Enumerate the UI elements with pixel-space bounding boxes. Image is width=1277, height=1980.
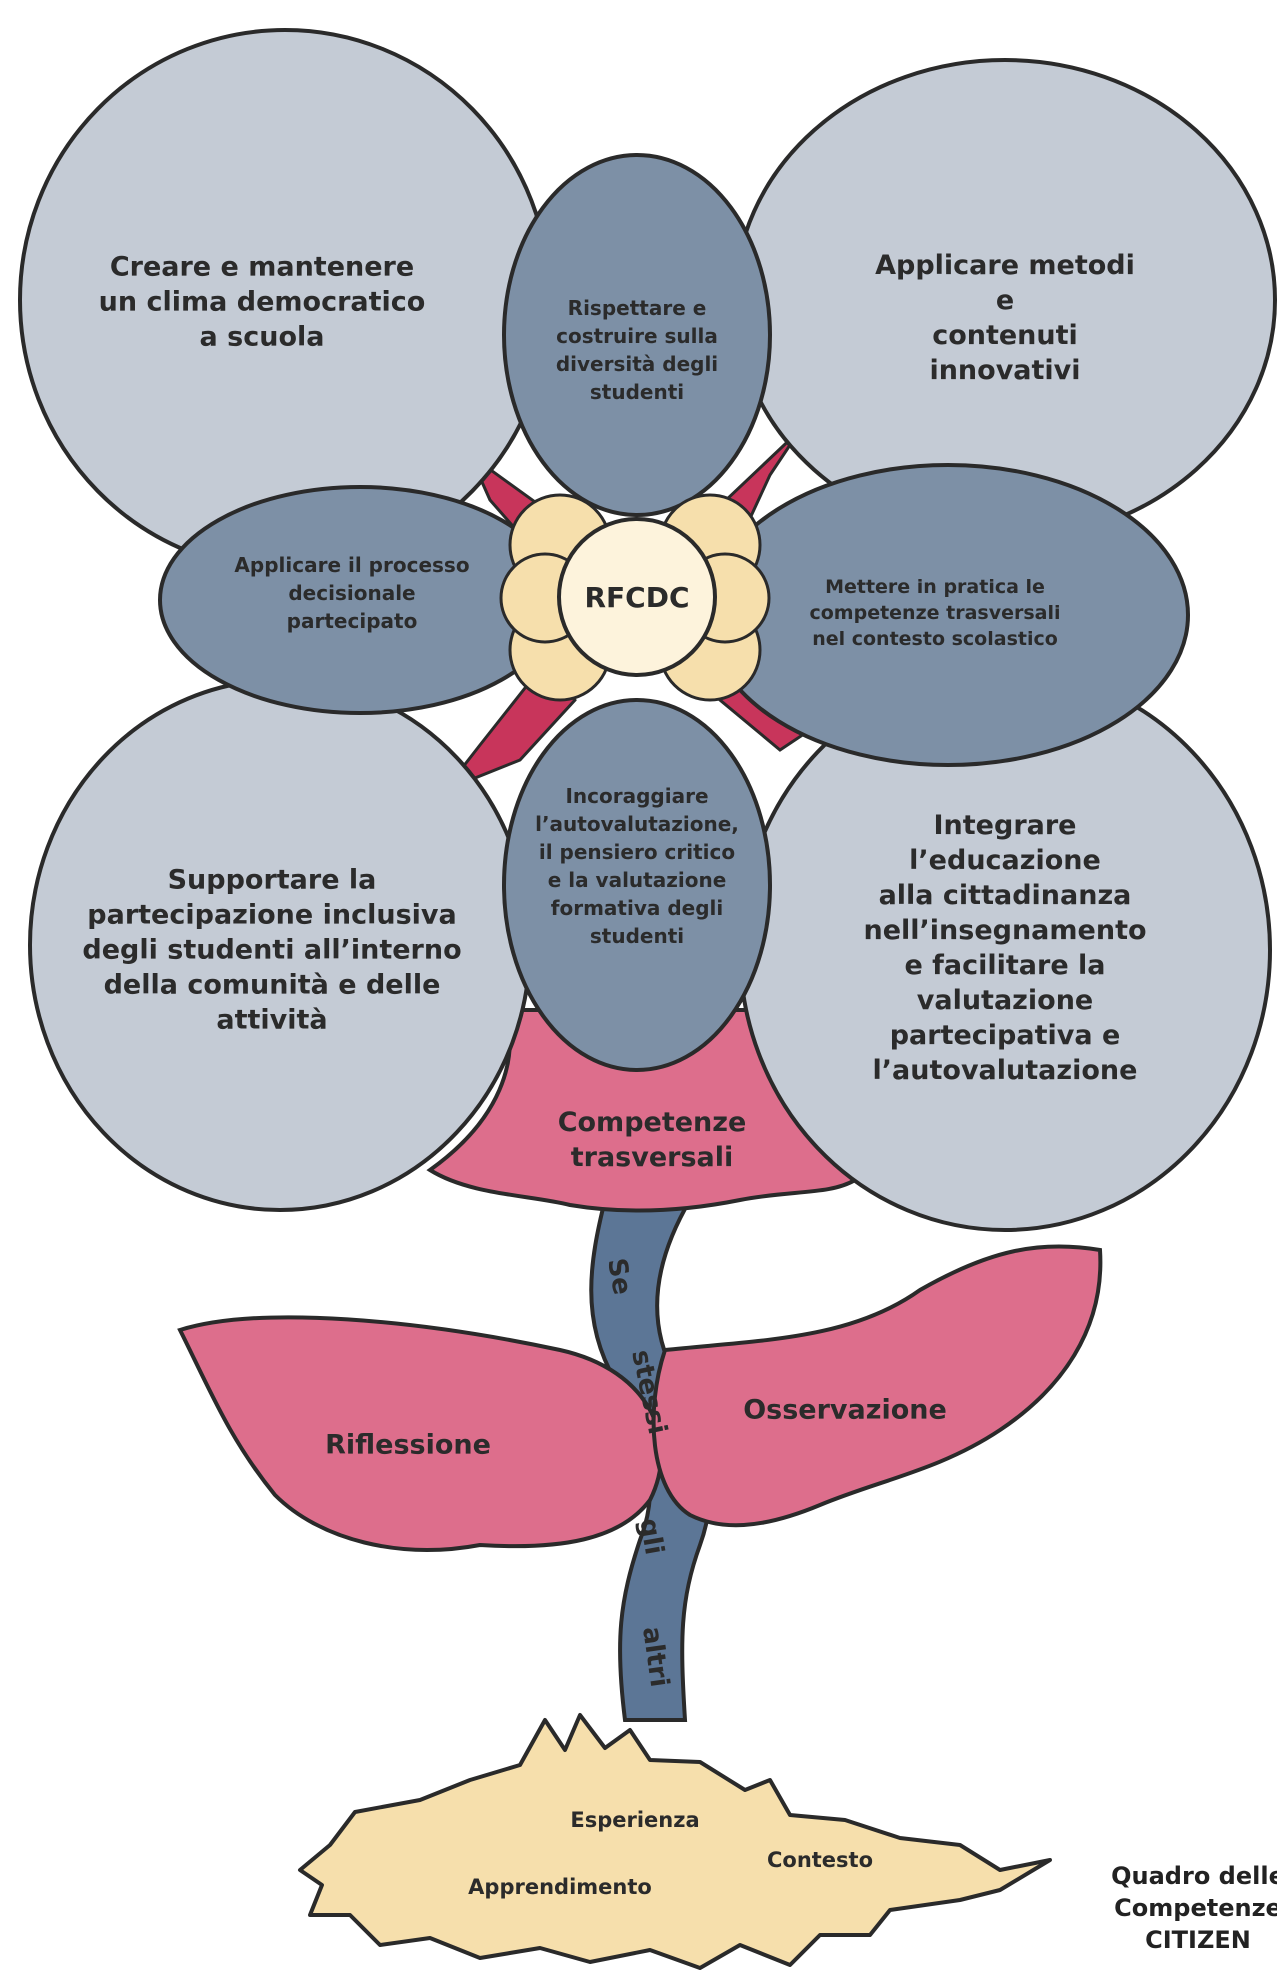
label-inner-top: Rispettare e costruire sulla diversità d… <box>555 296 719 404</box>
label-bottom-right-petal: Integrare l’educazione alla cittadinanza… <box>863 810 1147 1086</box>
inner-petal-bottom <box>502 698 772 1072</box>
label-inner-bottom: Incoraggiare l’autovalutazione, il pensi… <box>535 784 739 948</box>
roots-shape <box>298 1713 1052 1970</box>
stem-word-gli: gli <box>633 1516 669 1557</box>
leaf-right-shape <box>651 1244 1103 1528</box>
label-bottom-left-petal: Supportare la partecipazione inclusiva d… <box>82 864 462 1036</box>
root-label-esperienza: Esperienza <box>570 1808 700 1832</box>
root-label-contesto: Contesto <box>766 1848 874 1872</box>
label-top-left-petal: Creare e mantenere un clima democratico … <box>98 251 426 353</box>
stem-word-se: Se <box>601 1256 637 1297</box>
center-label: RFCDC <box>584 581 690 614</box>
label-inner-right: Mettere in pratica le competenze trasver… <box>809 576 1061 650</box>
leaf-left-label: Riflessione <box>325 1429 491 1461</box>
leaf-right-label: Osservazione <box>743 1394 947 1426</box>
center-disc <box>557 517 717 677</box>
label-top-right-petal: Applicare metodi e contenuti innovativi <box>875 250 1135 386</box>
root-label-apprendimento: Apprendimento <box>468 1875 652 1899</box>
side-caption: Quadro delle Competenze CITIZEN <box>1111 1862 1277 1954</box>
calyx-label: Competenze trasversali <box>557 1107 747 1173</box>
inner-petal-top <box>502 153 772 517</box>
label-inner-left: Applicare il processo decisionale partec… <box>234 553 470 633</box>
leaf-left-shape <box>177 1315 664 1552</box>
